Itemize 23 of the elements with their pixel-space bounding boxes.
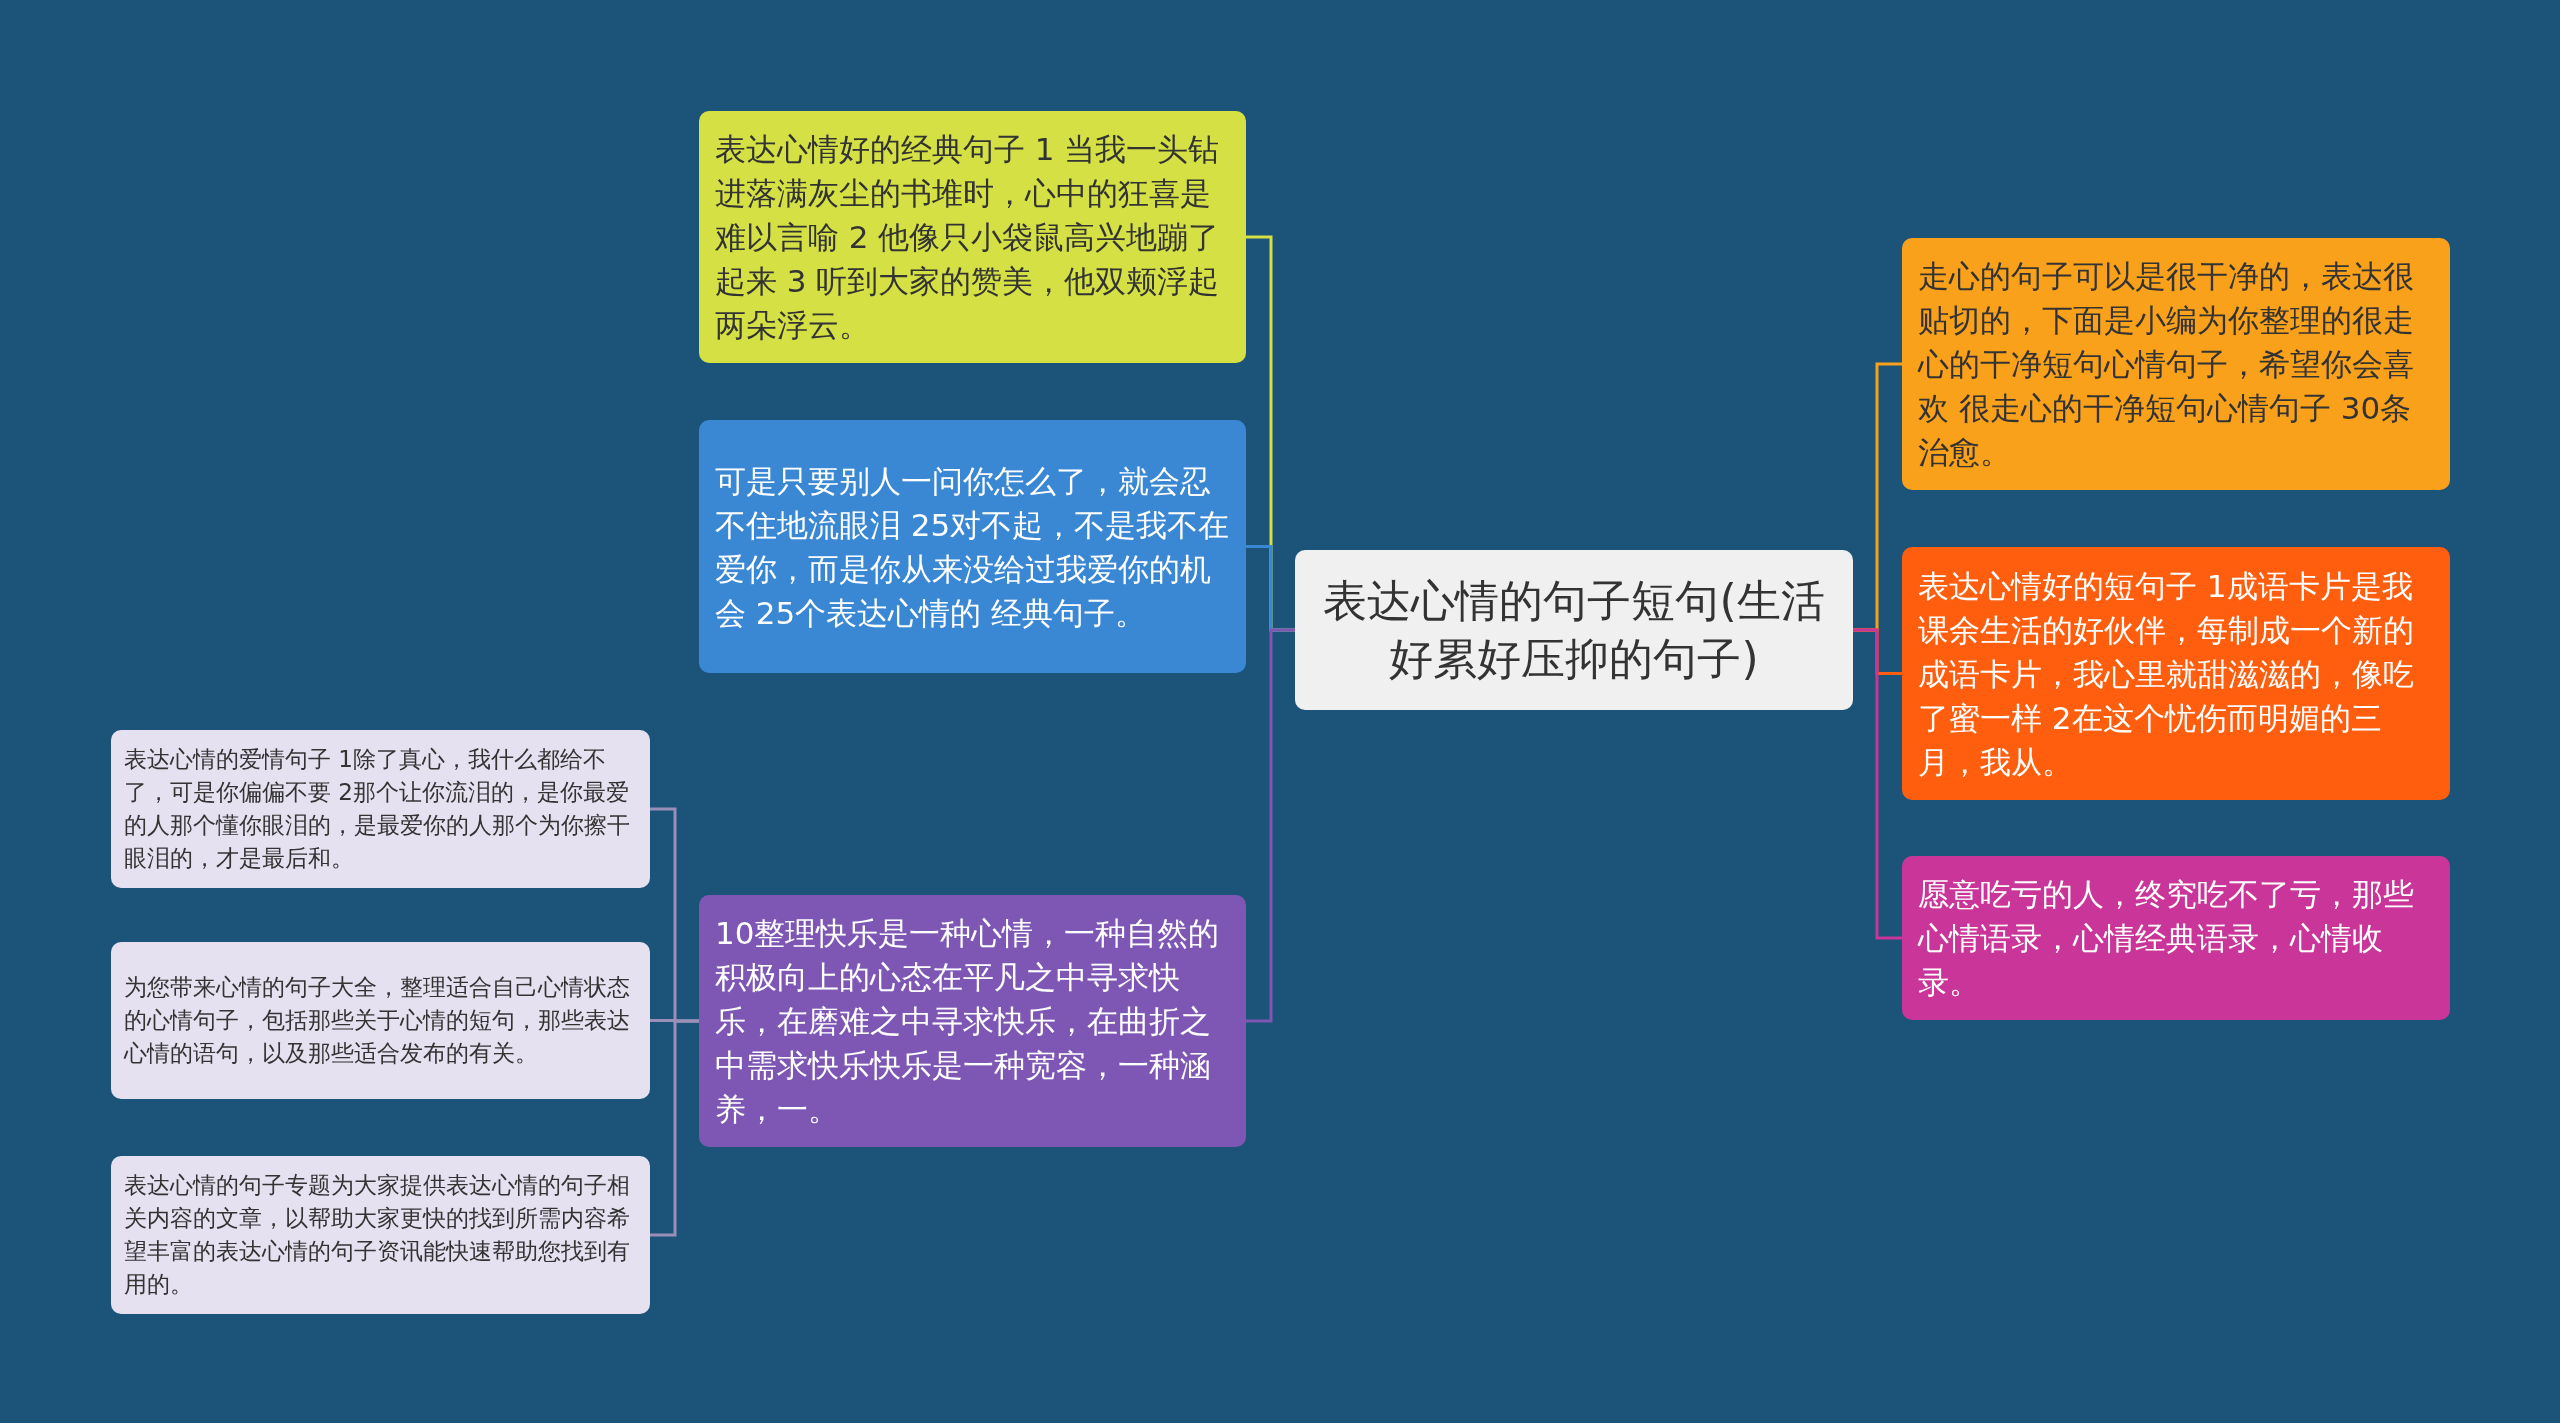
topic-text: 10整理快乐是一种心情，一种自然的积极向上的心态在平凡之中寻求快乐，在磨难之中寻求快乐，在曲折之中需求快乐快乐是一种宽容，一种涵养，一。 [715, 914, 1221, 1129]
topic-box [699, 895, 1246, 1147]
topic-box [699, 420, 1246, 673]
subtopic-text: 表达心情的句子专题为大家提供表达心情的句子相关内容的文章，以帮助大家更快的找到所需内容希望丰富的表达心情的句子资讯能快速帮助您找到有用的。 [124, 1171, 631, 1299]
topic-text: 愿意吃亏的人，终究吃不了亏，那些心情语录，心情经典语录，心情收录。 [1918, 875, 2415, 1002]
topic-text: 表达心情好的经典句子 1 当我一头钻进落满灰尘的书堆时，心中的狂喜是难以言喻 2 他像只小袋鼠高兴地蹦了起来 3 听到大家的赞美，他双颊浮起两朵浮云。 [715, 130, 1221, 345]
topic-box [699, 111, 1246, 363]
connector-line [650, 1019, 699, 1237]
connector-line [1246, 628, 1295, 1023]
subtopic-text: 为您带来心情的句子大全，整理适合自己心情状态的心情句子，包括那些关于心情的短句，那些表达心情的语句，以及那些适合发布的有关。 [124, 973, 631, 1068]
subtopic-box [111, 1156, 650, 1314]
central-topic-box [1295, 550, 1853, 710]
topic-box [1902, 238, 2450, 490]
connector-line [1853, 628, 1902, 940]
topic-text: 表达心情好的短句子 1成语卡片是我课余生活的好伙伴，每制成一个新的成语卡片，我心里就甜滋滋的，像吃了蜜一样 2在这个忧伤而明媚的三月，我从。 [1918, 566, 2415, 782]
subtopic-box [111, 942, 650, 1099]
topic-box [1902, 547, 2450, 800]
subtopic-box [111, 730, 650, 888]
topic-text: 走心的句子可以是很干净的，表达很贴切的，下面是小编为你整理的很走心的干净短句心情句子，希望你会喜欢 很走心的干净短句心情句子 30条治愈。 [1918, 257, 2415, 472]
topic-text: 可是只要别人一问你怎么了，就会忍不住地流眼泪 25对不起，不是我不在爱你，而是你从来没给过我爱你的机会 25个表达心情的 经典句子。 [715, 461, 1230, 633]
topic-box [1902, 856, 2450, 1020]
subtopic-text: 表达心情的爱情句子 1除了真心，我什么都给不了，可是你偏偏不要 2那个让你流泪的，是你最爱的人那个懂你眼泪的，是最爱你的人那个为你擦干眼泪的，才是最后和。 [124, 745, 631, 873]
central-topic-text: 表达心情的句子短句(生活好累好压抑的句子) [1322, 574, 1826, 686]
